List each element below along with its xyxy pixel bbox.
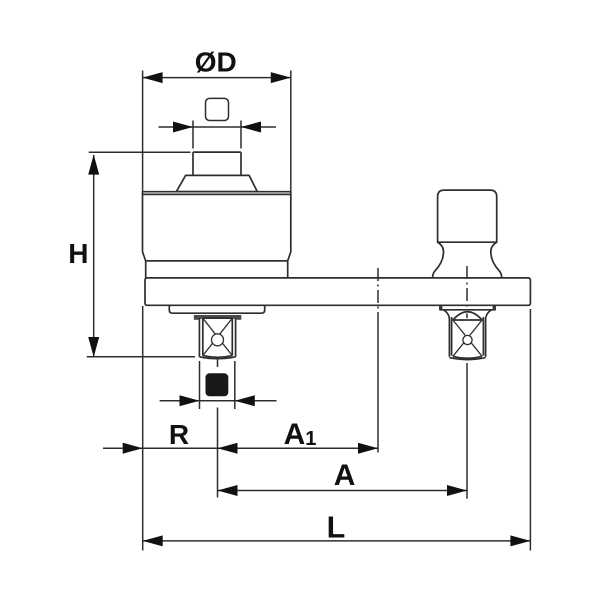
svg-text:R: R bbox=[169, 419, 189, 450]
svg-text:L: L bbox=[327, 511, 346, 545]
svg-text:A: A bbox=[334, 459, 356, 492]
svg-text:ØD: ØD bbox=[195, 47, 237, 78]
svg-text:H: H bbox=[68, 238, 88, 269]
